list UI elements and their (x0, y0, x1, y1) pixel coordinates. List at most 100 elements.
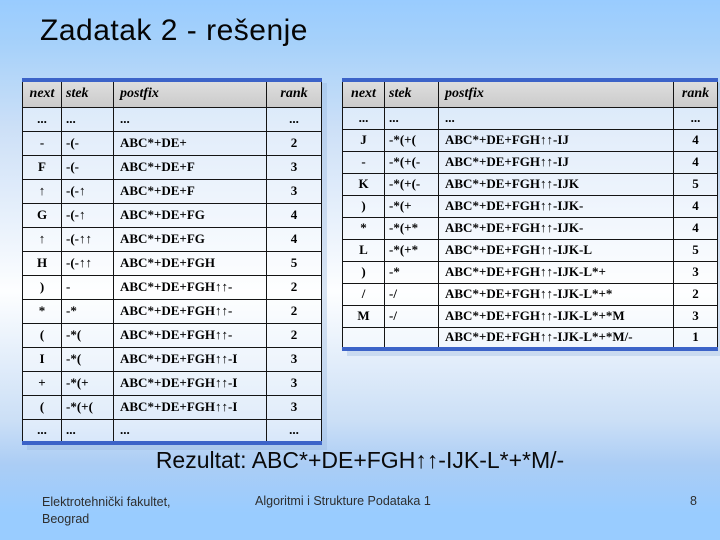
table-cell: 4 (266, 226, 322, 252)
column-header: stek (61, 79, 114, 108)
table-cell: 4 (266, 202, 322, 228)
table-cell: 3 (266, 178, 322, 204)
footer-institution: Elektrotehnički fakultet, Beograd (42, 494, 242, 528)
footer-page-number: 8 (690, 494, 697, 508)
table-cell: H (22, 250, 62, 276)
table-cell: -(- (61, 154, 114, 180)
table-cell: -*(+* (384, 216, 439, 240)
column-header: rank (266, 79, 322, 108)
table-cell: ABC*+DE+FGH↑↑-I (113, 346, 267, 372)
column-header: postfix (438, 79, 674, 108)
table-cell: ABC*+DE+FGH↑↑- (113, 322, 267, 348)
table-cell: ABC*+DE+FGH (113, 250, 267, 276)
slide-title: Zadatak 2 - rešenje (40, 14, 308, 47)
table-cell: G (22, 202, 62, 228)
table-cell: ↑ (22, 226, 62, 252)
table-cell: ↑ (22, 178, 62, 204)
table-cell: M (342, 304, 385, 328)
table-cell: 3 (673, 304, 718, 328)
table-cell (342, 326, 385, 350)
table-cell: 4 (673, 194, 718, 218)
column-header: next (342, 79, 385, 108)
footer-institution-line2: Beograd (42, 511, 90, 526)
table-cell: - (61, 274, 114, 300)
table-cell: -*( (61, 322, 114, 348)
table-cell: -(- (61, 130, 114, 156)
column-header: next (22, 79, 62, 108)
table-cell: L (342, 238, 385, 262)
table-cell: -*(+( (61, 394, 114, 420)
table-cell: ABC*+DE+ (113, 130, 267, 156)
table-cell: - (22, 130, 62, 156)
table-cell: ABC*+DE+FGH↑↑-IJ (438, 128, 674, 152)
table-cell: -/ (384, 304, 439, 328)
table-cell: ) (342, 194, 385, 218)
table-cell: -(-↑ (61, 202, 114, 228)
table-cell: I (22, 346, 62, 372)
table-cell: ... (113, 418, 267, 444)
table-cell: ... (22, 418, 62, 444)
table-cell: - (342, 150, 385, 174)
table-cell: -(-↑↑ (61, 250, 114, 276)
table-cell: -*(+(- (384, 172, 439, 196)
footer-course-title: Algoritmi i Strukture Podataka 1 (255, 494, 431, 508)
table-row: )-*ABC*+DE+FGH↑↑-IJK-L*+3 (342, 260, 718, 284)
column-header: postfix (113, 79, 267, 108)
table-cell: 2 (266, 298, 322, 324)
table-cell: -*(+(- (384, 150, 439, 174)
table-cell: ... (384, 106, 439, 130)
table-cell: 5 (673, 172, 718, 196)
table-cell: ABC*+DE+FG (113, 226, 267, 252)
table-cell: -*(+ (384, 194, 439, 218)
table-cell: * (342, 216, 385, 240)
table-cell: ABC*+DE+FGH↑↑- (113, 298, 267, 324)
table-cell: ABC*+DE+FGH↑↑-IJK- (438, 194, 674, 218)
table-row: ............ (22, 106, 322, 132)
table-cell: -* (61, 298, 114, 324)
table-cell: ABC*+DE+FGH↑↑-IJ (438, 150, 674, 174)
table-row: *-*(+*ABC*+DE+FGH↑↑-IJK-4 (342, 216, 718, 240)
table-cell: ABC*+DE+FGH↑↑-IJK-L*+ (438, 260, 674, 284)
table-cell: 1 (673, 326, 718, 350)
table-cell: / (342, 282, 385, 306)
table-cell: ABC*+DE+FGH↑↑-I (113, 394, 267, 420)
table-cell: ABC*+DE+FGH↑↑-IJK (438, 172, 674, 196)
table-row: )-ABC*+DE+FGH↑↑-2 (22, 274, 322, 300)
table-cell: 3 (266, 154, 322, 180)
table-cell: ( (22, 394, 62, 420)
table-cell: ) (22, 274, 62, 300)
table-row: )-*(+ABC*+DE+FGH↑↑-IJK-4 (342, 194, 718, 218)
table-cell: 4 (673, 216, 718, 240)
table-cell: + (22, 370, 62, 396)
table-cell: ... (673, 106, 718, 130)
column-header: stek (384, 79, 439, 108)
table-cell: ... (61, 418, 114, 444)
table-cell: -/ (384, 282, 439, 306)
table-cell: 4 (673, 150, 718, 174)
table-cell: 3 (266, 394, 322, 420)
table-cell: ABC*+DE+FGH↑↑-IJK-L*+* (438, 282, 674, 306)
table-cell: ABC*+DE+FGH↑↑-IJK-L (438, 238, 674, 262)
table-cell: 2 (673, 282, 718, 306)
table-row: ............ (22, 418, 322, 444)
footer-institution-line1: Elektrotehnički fakultet, (42, 495, 171, 509)
table-cell: ABC*+DE+FGH↑↑-IJK-L*+*M/- (438, 326, 674, 350)
table-cell: ... (61, 106, 114, 132)
table-cell: 5 (673, 238, 718, 262)
table-cell: 5 (266, 250, 322, 276)
table-cell: ABC*+DE+FGH↑↑-IJK-L*+*M (438, 304, 674, 328)
table-row: ABC*+DE+FGH↑↑-IJK-L*+*M/-1 (342, 326, 718, 350)
